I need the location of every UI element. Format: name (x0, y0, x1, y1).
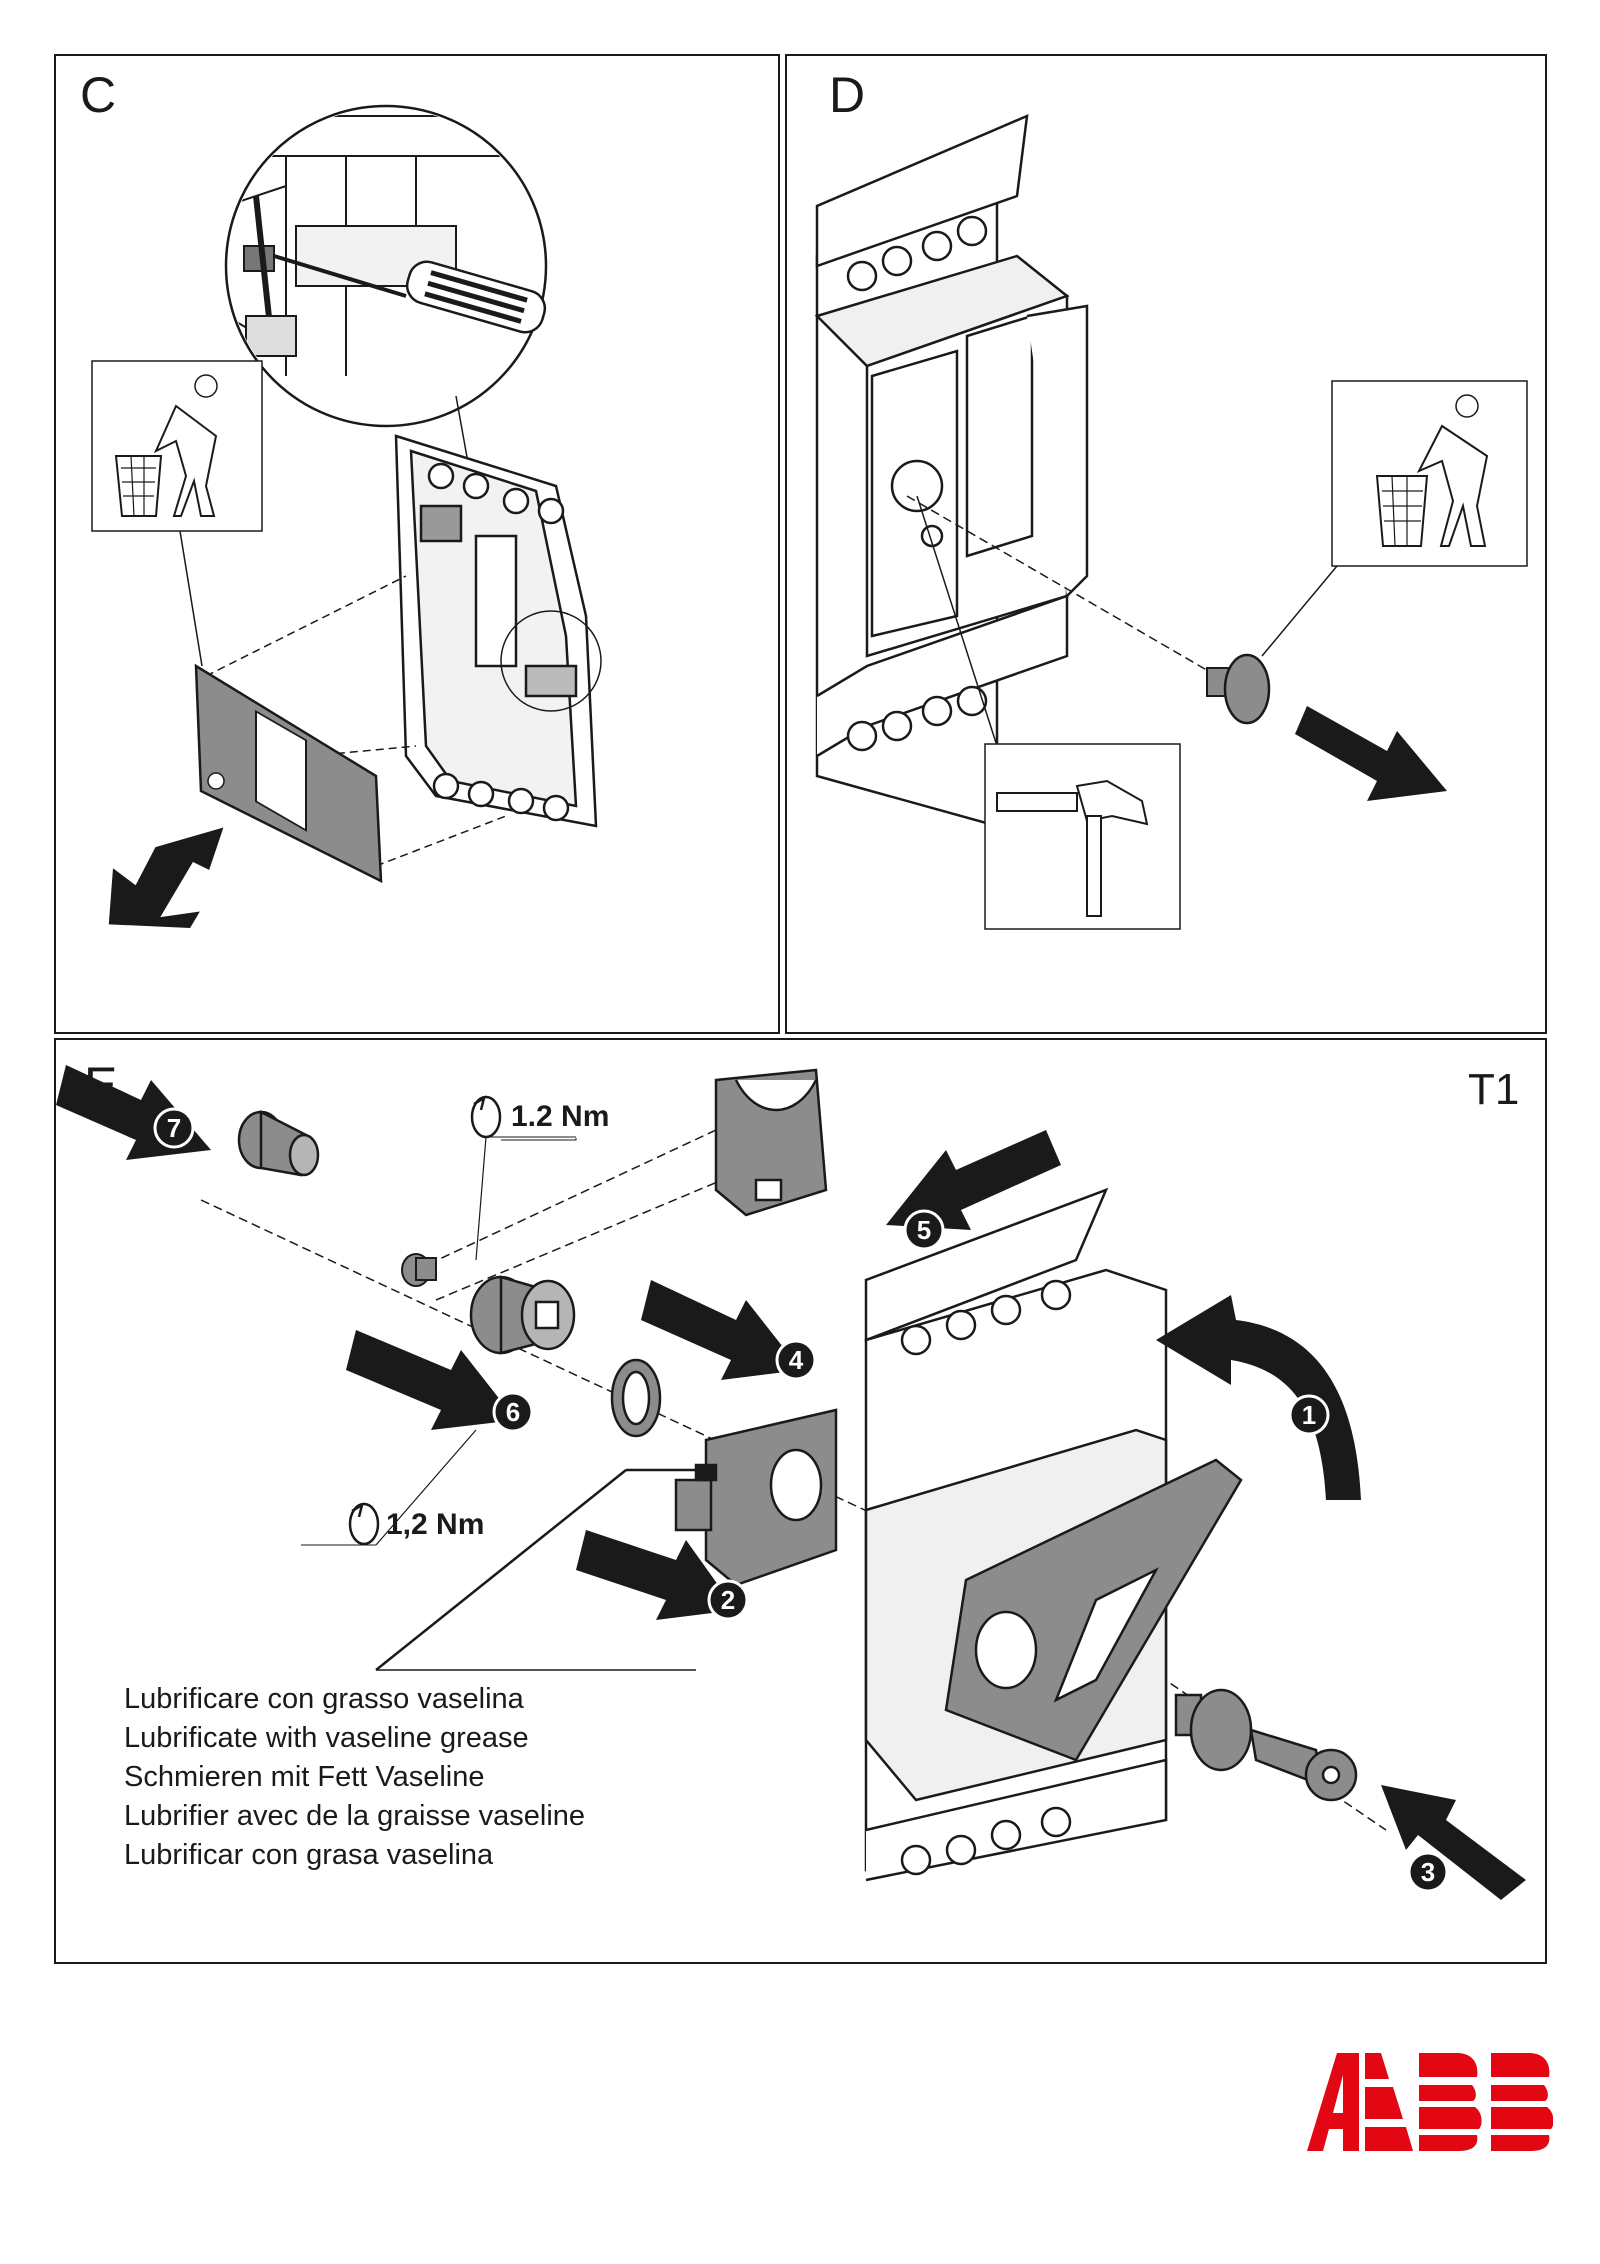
breaker-knob (1206, 653, 1271, 725)
lube-note-en: Lubrificate with vaseline grease (124, 1722, 529, 1754)
panel-e-illustration: 7 5 4 6 2 1 3 (56, 1065, 1526, 1900)
arrow-icon (56, 1065, 1526, 1900)
breaker-back-plate (394, 434, 602, 828)
panel-c-illustration (91, 104, 602, 929)
panel-d-illustration (814, 113, 1528, 930)
rotation-arrow-icon (1156, 1295, 1361, 1500)
screwdriver-icon (224, 104, 548, 428)
lube-note-de: Schmieren mit Fett Vaseline (124, 1761, 485, 1793)
panel-d: D on off (785, 54, 1547, 1034)
lock-housing-part (674, 1408, 838, 1587)
key-icon (1174, 1688, 1358, 1802)
hammer-icon (984, 743, 1181, 930)
lube-note-fr: Lubrifier avec de la graisse vaseline (124, 1800, 586, 1832)
panel-e: E T1 1.2 Nm 1,2 Nm on (54, 1038, 1547, 1964)
panel-c: C (54, 54, 780, 1034)
trash-bin-icon (1331, 380, 1528, 567)
bracket-part (714, 1068, 828, 1217)
step-1-label: 1 (1302, 1400, 1316, 1430)
knob-part (237, 1109, 320, 1177)
arrow-icon (1295, 706, 1447, 801)
step-5-label: 5 (917, 1215, 931, 1245)
step-7-label: 7 (167, 1113, 181, 1143)
panel-e-model: T1 (1468, 1065, 1520, 1114)
lube-note-it: Lubrificare con grasso vaselina (124, 1683, 524, 1715)
ring-nut-part (610, 1358, 662, 1438)
panel-c-label: C (80, 67, 117, 123)
panel-d-label: D (829, 67, 866, 123)
adapter-part (469, 1275, 576, 1355)
torque-top-label: 1.2 Nm (511, 1100, 610, 1133)
step-6-label: 6 (506, 1397, 520, 1427)
step-2-label: 2 (721, 1585, 735, 1615)
step-4-label: 4 (789, 1345, 804, 1375)
screw-part (401, 1253, 437, 1287)
lock-plate-part (944, 1458, 1243, 1762)
lube-note-es: Lubrificar con grasa vaselina (124, 1839, 494, 1871)
arrow-icon (108, 827, 224, 929)
trash-bin-icon (91, 360, 263, 532)
step-3-label: 3 (1421, 1857, 1435, 1887)
gray-cover (194, 663, 383, 884)
lubrication-notes: Lubrificare con grasso vaselina Lubrific… (124, 1680, 585, 1875)
circuit-breaker (814, 113, 1089, 828)
abb-logo (1307, 2053, 1553, 2151)
